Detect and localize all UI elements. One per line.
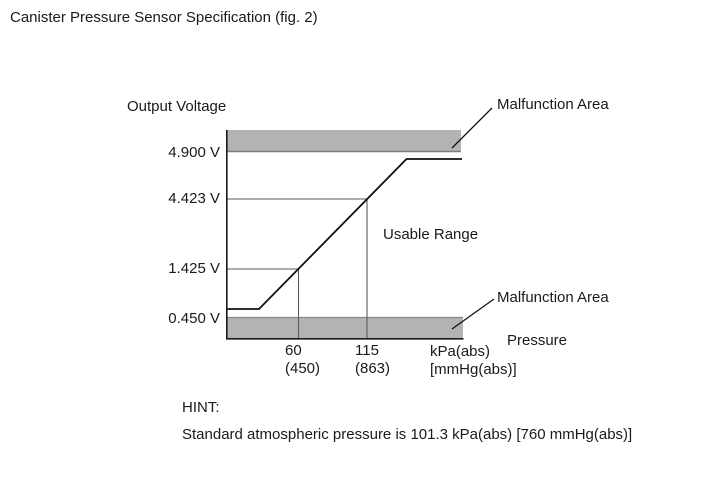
x-tick-115-kpa: 115 (355, 342, 379, 359)
leader-line-bottom (451, 298, 495, 330)
leader-line-top (451, 107, 493, 149)
x-axis-unit-kpa: kPa(abs) (430, 343, 491, 360)
y-tick-4423: 4.423 V (168, 190, 220, 207)
x-tick-115-mmhg: (863) (355, 360, 391, 377)
y-tick-0450: 0.450 V (168, 310, 220, 327)
sensor-output-curve (227, 158, 462, 310)
y-tick-4900: 4.900 V (168, 144, 220, 161)
x-axis-unit-mmhg: [mmHg(abs)] (430, 361, 517, 378)
malfunction-band-top (227, 130, 461, 152)
x-tick-60-mmhg: (450) (285, 360, 321, 377)
x-tick-60-kpa: 60 (285, 342, 302, 359)
hint-text: Standard atmospheric pressure is 101.3 k… (182, 426, 633, 443)
x-tick-115: 115 (863) (355, 342, 390, 378)
malfunction-area-label-bottom: Malfunction Area (497, 289, 609, 306)
y-axis-title: Output Voltage (127, 98, 227, 115)
x-axis-units: kPa(abs) [mmHg(abs)] (430, 343, 517, 379)
x-tick-60: 60 (450) (285, 342, 320, 378)
hint-label: HINT: (182, 399, 220, 416)
figure-title: Canister Pressure Sensor Specification (… (10, 9, 318, 26)
usable-range-label: Usable Range (383, 226, 479, 243)
y-tick-1425: 1.425 V (168, 260, 220, 277)
malfunction-band-bottom (227, 317, 463, 339)
malfunction-area-label-top: Malfunction Area (497, 96, 609, 113)
x-axis-title: Pressure (507, 332, 568, 349)
